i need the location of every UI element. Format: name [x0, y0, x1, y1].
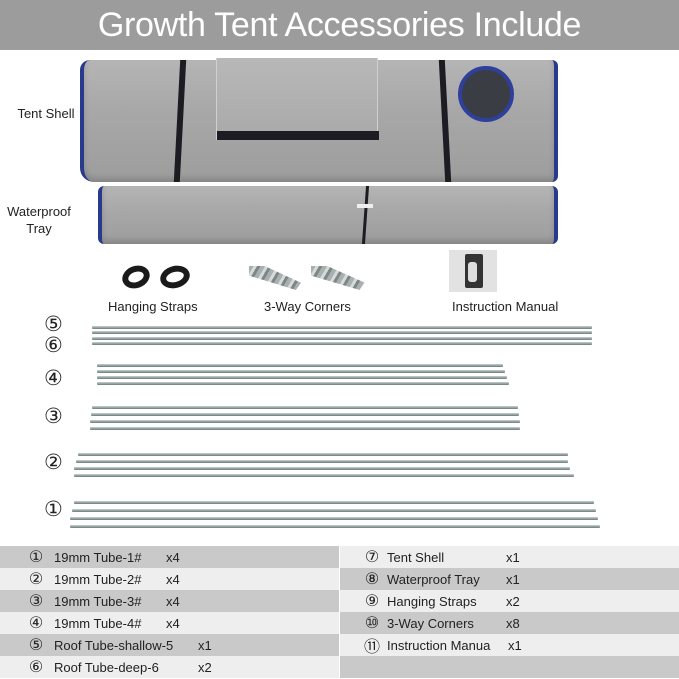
item-qty: x1 [506, 549, 520, 565]
item-number: ② [28, 571, 44, 588]
table-row: ⑪ Instruction Manua x1 [340, 634, 679, 656]
tube-bundle-4 [97, 361, 509, 387]
hanging-straps-caption: Hanging Straps [108, 299, 198, 314]
tube-bundle-1 [70, 498, 600, 530]
item-number: ⑪ [363, 639, 380, 656]
tent-shell-label: Tent Shell [17, 106, 75, 121]
item-number: ⑨ [364, 593, 380, 610]
marker-6: ⑥ [44, 334, 63, 357]
table-row: ⑨ Hanging Straps x2 [340, 590, 679, 612]
three-way-corners-image [245, 260, 370, 296]
item-qty: x2 [198, 659, 212, 675]
item-name: 19mm Tube-2# [54, 571, 142, 587]
parts-table-left: ① 19mm Tube-1# x4 ② 19mm Tube-2# x4 ③ 19… [0, 546, 339, 678]
item-number: ⑥ [28, 659, 44, 676]
table-row: ⑩ 3-Way Corners x8 [340, 612, 679, 634]
item-name: Tent Shell [387, 549, 445, 565]
tube-bundle-2 [74, 450, 574, 480]
item-qty: x4 [166, 593, 180, 609]
instruction-manual-caption: Instruction Manual [452, 299, 559, 314]
item-name: Hanging Straps [387, 593, 477, 609]
item-qty: x8 [506, 615, 520, 631]
table-row: ⑧ Waterproof Tray x1 [340, 568, 679, 590]
marker-4: ④ [44, 367, 63, 390]
vent-window [458, 66, 514, 122]
item-number: ⑩ [364, 615, 380, 632]
pocket-velcro [217, 131, 379, 140]
table-row: ⑦ Tent Shell x1 [340, 546, 679, 568]
item-qty: x1 [198, 637, 212, 653]
item-qty: x4 [166, 615, 180, 631]
item-qty: x1 [508, 637, 522, 653]
table-row: ① 19mm Tube-1# x4 [0, 546, 339, 568]
item-name: Waterproof Tray [387, 571, 480, 587]
item-name: 19mm Tube-4# [54, 615, 142, 631]
item-name: 3-Way Corners [387, 615, 474, 631]
waterproof-tray-image [98, 186, 558, 244]
item-name: Instruction Manua [387, 637, 491, 653]
item-name: Roof Tube-deep-6 [54, 659, 159, 675]
strap [438, 60, 452, 182]
tube-bundle-3 [90, 404, 520, 432]
instruction-manual-image [449, 250, 497, 292]
item-number: ⑤ [28, 637, 44, 654]
item-name: 19mm Tube-3# [54, 593, 142, 609]
item-qty: x4 [166, 549, 180, 565]
marker-3: ③ [44, 405, 63, 428]
table-row: ⑥ Roof Tube-deep-6 x2 [0, 656, 339, 678]
item-qty: x4 [166, 571, 180, 587]
tent-shell-image [80, 58, 558, 182]
item-name: Roof Tube-shallow-5 [54, 637, 174, 653]
waterproof-tray-label-line2: Tray [26, 221, 52, 236]
table-row: ② 19mm Tube-2# x4 [0, 568, 339, 590]
marker-2: ② [44, 451, 63, 474]
marker-5: ⑤ [44, 313, 63, 336]
tie-string [361, 186, 370, 244]
page-title: Growth Tent Accessories Include [97, 5, 582, 44]
item-qty: x2 [506, 593, 520, 609]
hanging-straps-image [116, 261, 200, 293]
parts-table-right: ⑦ Tent Shell x1 ⑧ Waterproof Tray x1 ⑨ H… [340, 546, 679, 678]
table-row-empty [340, 656, 679, 678]
title-banner: Growth Tent Accessories Include [0, 0, 679, 50]
strap [173, 60, 187, 182]
waterproof-tray-label: Waterproof Tray [4, 203, 74, 237]
item-name: 19mm Tube-1# [54, 549, 142, 565]
marker-1: ① [44, 498, 63, 521]
table-row: ④ 19mm Tube-4# x4 [0, 612, 339, 634]
tie-bow [357, 204, 373, 208]
item-number: ⑧ [364, 571, 380, 588]
item-qty: x1 [506, 571, 520, 587]
item-number: ① [28, 549, 44, 566]
item-number: ⑦ [364, 549, 380, 566]
item-number: ④ [28, 615, 44, 632]
table-row: ③ 19mm Tube-3# x4 [0, 590, 339, 612]
three-way-corners-caption: 3-Way Corners [264, 299, 351, 314]
tube-bundle-5-6 [92, 322, 592, 346]
item-number: ③ [28, 593, 44, 610]
table-row: ⑤ Roof Tube-shallow-5 x1 [0, 634, 339, 656]
waterproof-tray-label-line1: Waterproof [7, 204, 71, 219]
pocket [216, 58, 379, 140]
